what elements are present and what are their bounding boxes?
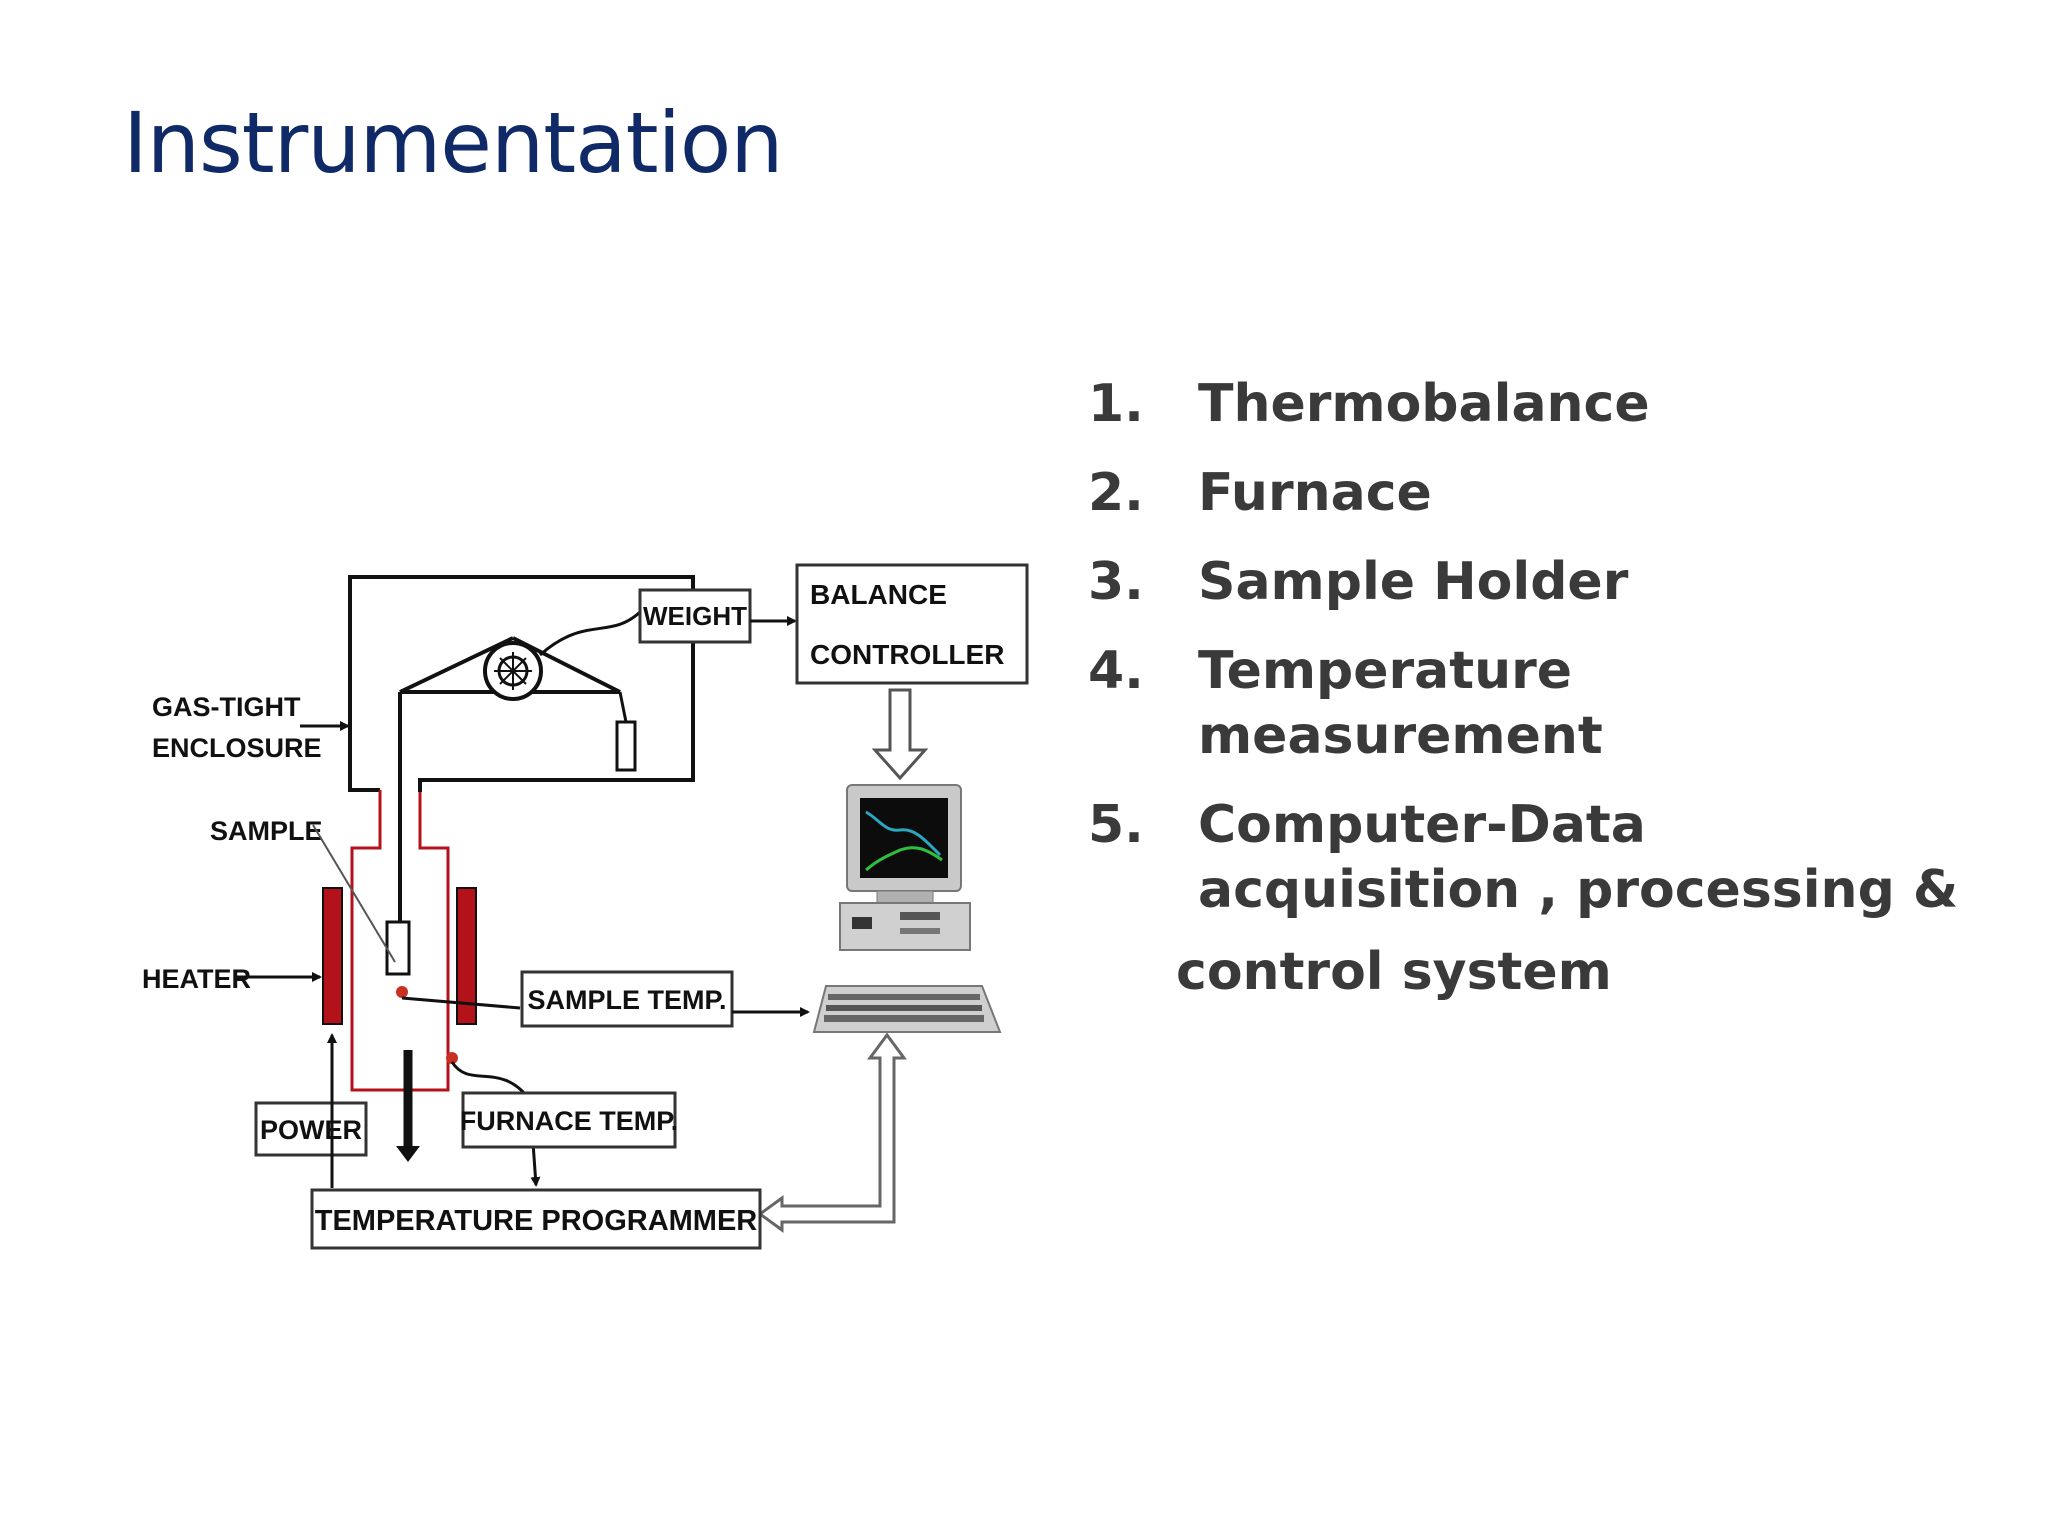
power-label: POWER [260, 1115, 362, 1145]
control-arrow [757, 1032, 907, 1233]
balance-controller-box [795, 563, 1029, 685]
list-item-5-continuation: control system [1176, 942, 1612, 1002]
sample-temp-box [520, 970, 734, 1028]
balance-label: BALANCE [810, 579, 947, 610]
component-list: 1. Thermobalance 2. Furnace 3. Sample Holder 4… [1088, 372, 1958, 947]
furnace-tube [350, 790, 450, 1092]
weight-box [638, 588, 752, 644]
list-item-number: 5. [1088, 795, 1144, 855]
sample-thermocouple [396, 986, 408, 998]
enclosure-label: ENCLOSURE [152, 733, 322, 763]
list-item-text: acquisition , processing & [1198, 860, 1959, 920]
list-item-text: Thermobalance [1198, 374, 1650, 434]
sample-label: SAMPLE [210, 816, 323, 846]
furnace-temp-label: FURNACE TEMP. [460, 1106, 679, 1136]
temperature-programmer-box [310, 1188, 762, 1250]
sample-pan [385, 920, 411, 976]
balance-mechanism [398, 610, 642, 925]
list-item-3: 3. Sample Holder [1088, 550, 1958, 615]
power-box [254, 1101, 368, 1157]
list-item-number: 3. [1088, 552, 1144, 612]
list-item-text: Temperature [1198, 641, 1573, 701]
list-item-text: Sample Holder [1198, 552, 1629, 612]
gas-tight-label: GAS-TIGHT [152, 692, 301, 722]
computer-icon [812, 784, 1002, 1033]
list-item-1: 1. Thermobalance [1088, 372, 1958, 437]
heater-label: HEATER [142, 964, 251, 994]
furnace-temp-box [461, 1091, 677, 1149]
data-arrow-down [871, 688, 929, 781]
gas-tight-enclosure [348, 575, 695, 792]
sample-temp-label: SAMPLE TEMP. [527, 985, 726, 1015]
weight-label: WEIGHT [643, 601, 747, 631]
tga-instrument-diagram: WEIGHT BALANCE CONTROLLER GAS-TIGHT ENCL… [142, 563, 1029, 1250]
list-item-number: 2. [1088, 463, 1144, 523]
list-item-number: 4. [1088, 641, 1144, 701]
list-item-2: 2. Furnace [1088, 461, 1958, 526]
list-item-text: measurement [1198, 706, 1603, 766]
furnace-thermocouple [446, 1052, 458, 1064]
heater-left [322, 887, 343, 1025]
list-item-text: Computer-Data [1198, 795, 1646, 855]
controller-label: CONTROLLER [810, 639, 1004, 670]
temperature-programmer-label: TEMPERATURE PROGRAMMER [315, 1205, 758, 1237]
slide-title: Instrumentation [123, 94, 784, 192]
list-item-text: Furnace [1198, 463, 1432, 523]
heater-right [456, 887, 477, 1025]
list-item-number: 1. [1088, 374, 1144, 434]
